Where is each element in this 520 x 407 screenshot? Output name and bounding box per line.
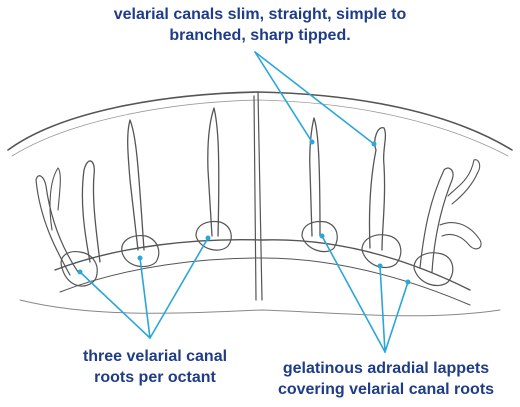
leader-line-right-3: [385, 282, 408, 352]
adradial-lappets-label: gelatinous adradial lappets covering vel…: [255, 358, 517, 400]
leader-dot: [372, 142, 377, 147]
leader-dot: [78, 270, 83, 275]
leader-line-left-2: [140, 258, 150, 338]
velarial-canal: [369, 128, 385, 250]
velarial-canal-branch: [448, 160, 480, 204]
velarial-canal: [208, 108, 219, 236]
adradial-lappet: [196, 222, 231, 251]
bell-outline: [8, 92, 512, 150]
leader-line-left-1: [80, 272, 150, 338]
leader-dot: [310, 140, 315, 145]
velarial-canal: [310, 118, 320, 236]
leader-dot: [320, 234, 325, 239]
leader-line-top-2: [255, 52, 374, 144]
leader-line-top-1: [255, 52, 312, 142]
velarial-canals-label: velarial canals slim, straight, simple t…: [40, 4, 480, 46]
leader-dot: [138, 256, 143, 261]
canal-roots-label: three velarial canal roots per octant: [40, 346, 270, 388]
leader-dot: [206, 236, 211, 241]
velarial-canal-branch: [50, 168, 60, 230]
velarial-canal: [36, 176, 78, 275]
leader-dot: [406, 280, 411, 285]
bell-inner-margin: [12, 100, 508, 156]
velarial-canal-branch: [440, 223, 481, 249]
velarial-canal: [128, 120, 144, 250]
leader-line-right-2: [380, 266, 385, 352]
velarial-canal: [82, 161, 100, 262]
velarium-lower-edge: [20, 300, 500, 316]
leader-dot: [378, 264, 383, 269]
central-seam: [254, 92, 262, 300]
velarial-canal: [420, 168, 453, 272]
